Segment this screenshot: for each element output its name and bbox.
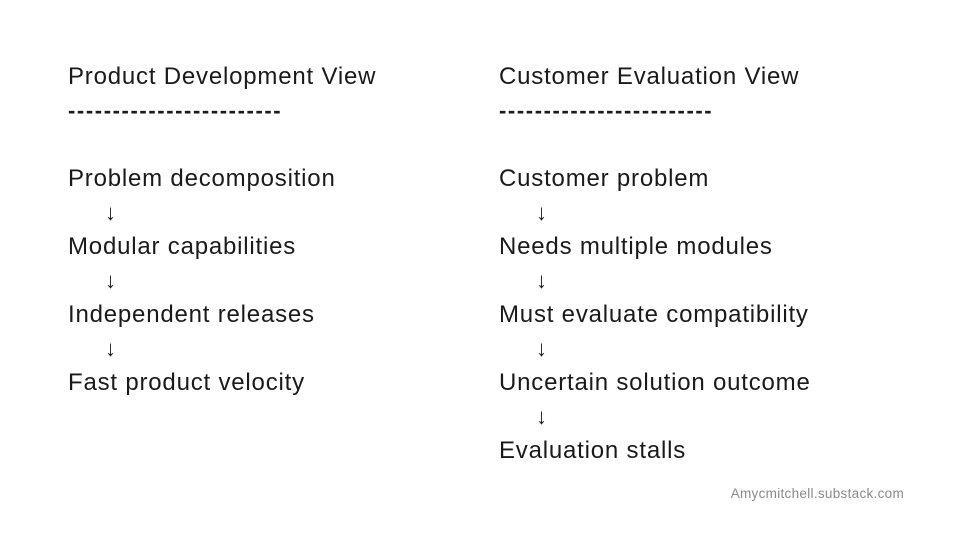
flow-step: Customer problem xyxy=(499,165,710,192)
flow-step: Uncertain solution outcome xyxy=(499,369,811,396)
down-arrow-icon: ↓ xyxy=(536,336,548,361)
flow-step: Independent releases xyxy=(68,301,315,328)
flow-step: Must evaluate compatibility xyxy=(499,301,809,328)
attribution-text: Amycmitchell.substack.com xyxy=(730,486,904,501)
dashed-divider: ------------------------ xyxy=(68,98,283,123)
product-development-column: Product Development View ---------------… xyxy=(68,60,376,400)
flow-step: Needs multiple modules xyxy=(499,233,773,260)
flow-step: Modular capabilities xyxy=(68,233,297,260)
down-arrow-icon: ↓ xyxy=(105,336,117,361)
flow-step: Fast product velocity xyxy=(68,369,305,396)
column-title: Customer Evaluation View xyxy=(499,63,800,90)
spacer xyxy=(68,128,376,162)
spacer xyxy=(499,128,811,162)
flow-step: Problem decomposition xyxy=(68,165,336,192)
down-arrow-icon: ↓ xyxy=(105,268,117,293)
dashed-divider: ------------------------ xyxy=(499,98,714,123)
down-arrow-icon: ↓ xyxy=(536,404,548,429)
down-arrow-icon: ↓ xyxy=(536,200,548,225)
down-arrow-icon: ↓ xyxy=(105,200,117,225)
down-arrow-icon: ↓ xyxy=(536,268,548,293)
customer-evaluation-column: Customer Evaluation View ---------------… xyxy=(499,60,811,468)
column-title: Product Development View xyxy=(68,63,377,90)
flow-step: Evaluation stalls xyxy=(499,437,687,464)
